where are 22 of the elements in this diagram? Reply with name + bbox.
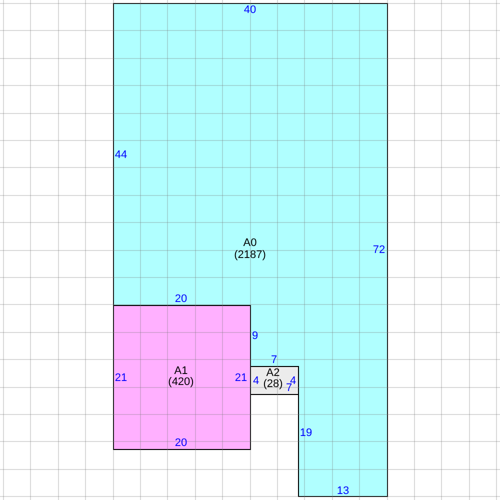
dimension-label: 9 xyxy=(252,330,258,342)
dimension-label: 40 xyxy=(244,4,256,16)
dimension-label: 20 xyxy=(174,293,188,305)
room-name: A2 xyxy=(266,367,280,379)
room-area-value: (2187) xyxy=(234,249,266,261)
room-area-value: (28) xyxy=(263,378,283,390)
room-area xyxy=(113,305,250,449)
dimension-label: 19 xyxy=(300,427,312,439)
dimension-label: 7 xyxy=(270,354,278,366)
dimension-label: 21 xyxy=(234,372,248,384)
room-area-value: (420) xyxy=(168,376,194,388)
dimension-label: 21 xyxy=(114,372,128,384)
dimension-label: 72 xyxy=(372,244,386,256)
dimension-label: 20 xyxy=(174,437,188,449)
dimension-label: 4 xyxy=(252,375,260,387)
dimension-label: 44 xyxy=(114,149,128,161)
room-area xyxy=(113,3,387,496)
room-name: A0 xyxy=(243,237,257,249)
room-area xyxy=(250,366,298,394)
dimension-label: 7 xyxy=(286,382,292,394)
room-name: A1 xyxy=(174,365,188,377)
dimension-label: 13 xyxy=(336,485,350,497)
